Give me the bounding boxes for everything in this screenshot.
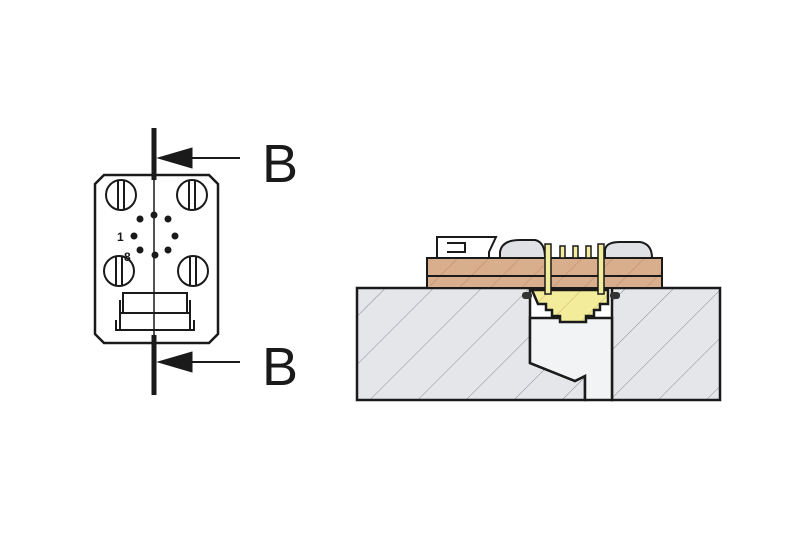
insert [530,288,610,324]
section-arrow-icon [156,147,240,373]
seal-right [610,292,620,299]
latch-section [436,236,498,259]
pin-label-8: 8 [124,250,131,264]
connector-top-view: 1 8 B B [93,128,298,397]
bore [528,316,614,402]
connector-section-view [355,236,722,402]
section-label-bottom: B [262,337,298,397]
screw-head [604,241,654,259]
screw-head [499,239,547,259]
section-label-top: B [262,134,298,194]
latch [115,292,195,331]
contact-pins [544,243,605,295]
screw-icon [103,179,209,287]
latch-hook [447,242,466,253]
seal-left [522,292,532,299]
pin-label-1: 1 [117,230,124,244]
housing-block-right [610,286,722,402]
